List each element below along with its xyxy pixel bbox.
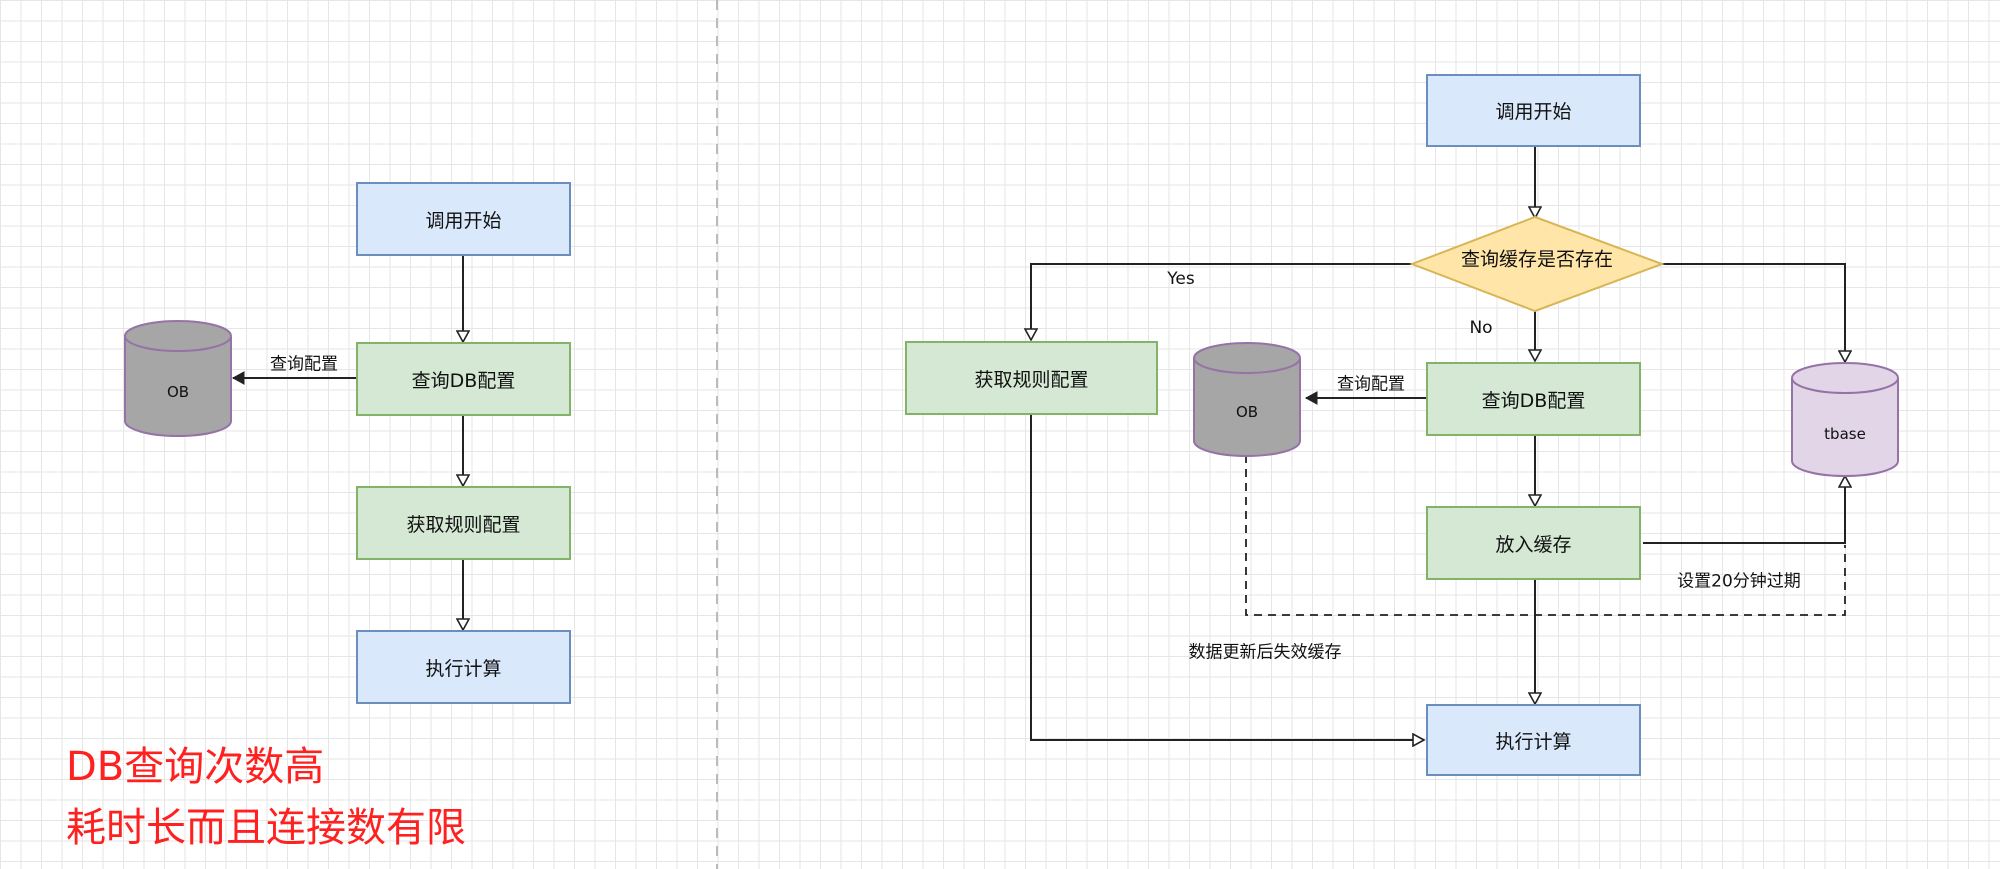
right-edge-decision-yes <box>1031 263 1412 340</box>
left-start-node: 调用开始 <box>356 182 571 256</box>
right-start-node: 调用开始 <box>1426 74 1641 147</box>
right-edges <box>1031 147 1845 740</box>
left-edge-label-query-config: 查询配置 <box>270 354 338 375</box>
right-expire-label: 设置20分钟过期 <box>1677 571 1801 592</box>
right-edge-decision-to-tbase <box>1662 263 1845 362</box>
right-edge-label-query-config: 查询配置 <box>1337 374 1405 395</box>
note-line-2: 耗时长而且连接数有限 <box>66 805 466 851</box>
left-execute-node: 执行计算 <box>356 630 571 704</box>
left-db-cylinder <box>124 320 232 437</box>
right-db-label: OB <box>1235 403 1259 421</box>
right-query-db-node: 查询DB配置 <box>1426 362 1641 436</box>
right-put-cache-node: 放入缓存 <box>1426 506 1641 580</box>
right-get-rules-node: 获取规则配置 <box>905 341 1158 415</box>
right-yes-label: Yes <box>1167 269 1195 289</box>
right-db-cylinder <box>1193 342 1301 457</box>
right-decision-label: 查询缓存是否存在 <box>1460 248 1614 271</box>
left-query-db-node: 查询DB配置 <box>356 342 571 416</box>
left-get-rules-node: 获取规则配置 <box>356 486 571 560</box>
tbase-cylinder <box>1791 362 1899 477</box>
note-line-1: DB查询次数高 <box>66 744 325 790</box>
right-no-label: No <box>1469 318 1493 338</box>
right-edge-cache-to-tbase <box>1643 476 1845 544</box>
tbase-label: tbase <box>1824 425 1866 443</box>
right-edge-rules-to-exec <box>1030 415 1424 740</box>
right-decision-diamond <box>1409 215 1665 313</box>
left-edges <box>231 256 463 630</box>
right-invalidate-label: 数据更新后失效缓存 <box>1188 642 1342 663</box>
right-execute-node: 执行计算 <box>1426 704 1641 776</box>
left-db-label: OB <box>166 383 190 401</box>
